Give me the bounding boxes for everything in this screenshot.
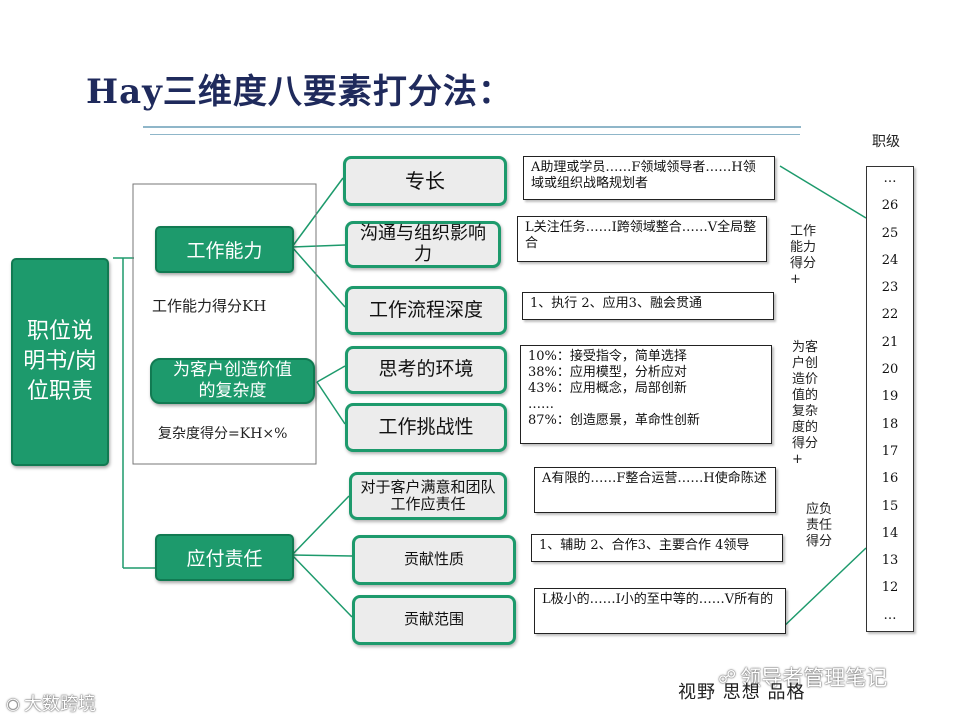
- category-complexity: 为客户创造价值的复杂度: [150, 358, 315, 404]
- desc-line: 10%：接受指令，简单选择: [528, 349, 687, 364]
- title-rule-bottom: [150, 134, 800, 135]
- level-item: 19: [881, 389, 899, 405]
- level-item: 21: [881, 334, 899, 350]
- category-responsibility: 应付责任: [155, 534, 294, 581]
- root-node: 职位说明书/岗位职责: [11, 258, 109, 466]
- factor-label: 工作挑战性: [378, 415, 474, 438]
- desc-line: ……: [528, 397, 554, 412]
- factor-process-depth: 工作流程深度: [345, 286, 507, 335]
- desc-contribution-scope: L极小的……I小的至中等的……V所有的: [534, 588, 786, 634]
- factor-contribution-scope: 贡献范围: [352, 595, 516, 645]
- desc-contribution-nature: 1、辅助 2、合作3、主要合作 4领导: [531, 534, 783, 562]
- watermark-right: ☍ 领导者管理笔记: [718, 662, 887, 692]
- level-item: 13: [881, 553, 899, 569]
- category-label: 为客户创造价值的复杂度: [173, 360, 292, 401]
- level-item: 15: [881, 498, 899, 514]
- desc-line: 43%：应用概念，局部创新: [528, 381, 687, 396]
- watermark-left-text: 大数跨境: [23, 694, 96, 715]
- factor-customer-team-responsibility: 对于客户满意和团队工作应责任: [349, 472, 507, 520]
- watermark-left: ◉ 大数跨境: [6, 690, 96, 716]
- desc-process-depth: 1、执行 2、应用3、融会贯通: [522, 292, 774, 320]
- level-item: 25: [881, 225, 899, 241]
- level-item: 20: [881, 362, 899, 378]
- factor-expertise: 专长: [343, 156, 507, 206]
- level-item: 17: [881, 443, 899, 459]
- factor-thinking-environment: 思考的环境: [345, 346, 507, 394]
- root-label: 职位说明书/岗位职责: [23, 319, 97, 404]
- work-ability-score: 工作能力得分KH: [152, 297, 267, 315]
- level-header: 职级: [872, 134, 900, 150]
- side-note-complexity: 为客户创造价值的复杂度的得分+: [792, 340, 819, 467]
- level-item: 12: [881, 580, 899, 596]
- side-note-responsibility: 应负责任得分: [806, 502, 833, 549]
- factor-label: 思考的环境: [378, 358, 474, 381]
- factor-label: 贡献性质: [403, 550, 464, 569]
- level-item: 16: [881, 471, 899, 487]
- desc-line: 38%：应用模型，分析应对: [528, 365, 687, 380]
- level-column: … 26 25 24 23 22 21 20 19 18 17 16 15 14 13 12 …: [866, 166, 914, 632]
- logo-icon: ◉: [6, 693, 20, 713]
- complexity-score: 复杂度得分=KH×%: [158, 426, 288, 442]
- watermark-bottom: 视野 思想 品格: [678, 682, 806, 703]
- level-item: 24: [881, 252, 899, 268]
- level-item: 22: [881, 307, 899, 323]
- desc-thinking-environment: 10%：接受指令，简单选择 38%：应用模型，分析应对 43%：应用概念，局部创…: [520, 345, 772, 444]
- page-title: Hay三维度八要素打分法：: [86, 72, 513, 112]
- desc-line: 87%：创造愿景，革命性创新: [528, 413, 700, 428]
- side-note-work-ability: 工作能力得分+: [790, 224, 817, 287]
- factor-label: 沟通与组织影响力: [360, 222, 486, 265]
- desc-communication: L关注任务……I跨领域整合……V全局整合: [517, 216, 767, 262]
- factor-contribution-nature: 贡献性质: [352, 535, 516, 585]
- desc-expertise: A助理或学员……F领域领导者……H领域或组织战略规划者: [523, 156, 775, 200]
- desc-customer-team-responsibility: A有限的……F整合运营……H使命陈述: [534, 467, 776, 513]
- watermark-right-text: 领导者管理笔记: [740, 666, 888, 690]
- chat-icon: ☍: [718, 666, 737, 688]
- level-item: 26: [881, 198, 899, 214]
- level-item: …: [883, 607, 897, 623]
- level-item: 23: [881, 280, 899, 296]
- level-item: 18: [881, 416, 899, 432]
- factor-challenge: 工作挑战性: [345, 403, 507, 452]
- category-label: 应付责任: [186, 548, 263, 570]
- factor-label: 贡献范围: [403, 610, 464, 629]
- factor-communication: 沟通与组织影响力: [345, 221, 501, 268]
- factor-label: 工作流程深度: [368, 298, 483, 321]
- factor-label: 专长: [405, 168, 445, 193]
- title-rule-top: [143, 126, 801, 128]
- category-work-ability: 工作能力: [155, 226, 294, 273]
- level-item: …: [883, 171, 897, 186]
- category-label: 工作能力: [186, 240, 263, 262]
- level-item: 14: [881, 525, 899, 541]
- factor-label: 对于客户满意和团队工作应责任: [360, 477, 496, 513]
